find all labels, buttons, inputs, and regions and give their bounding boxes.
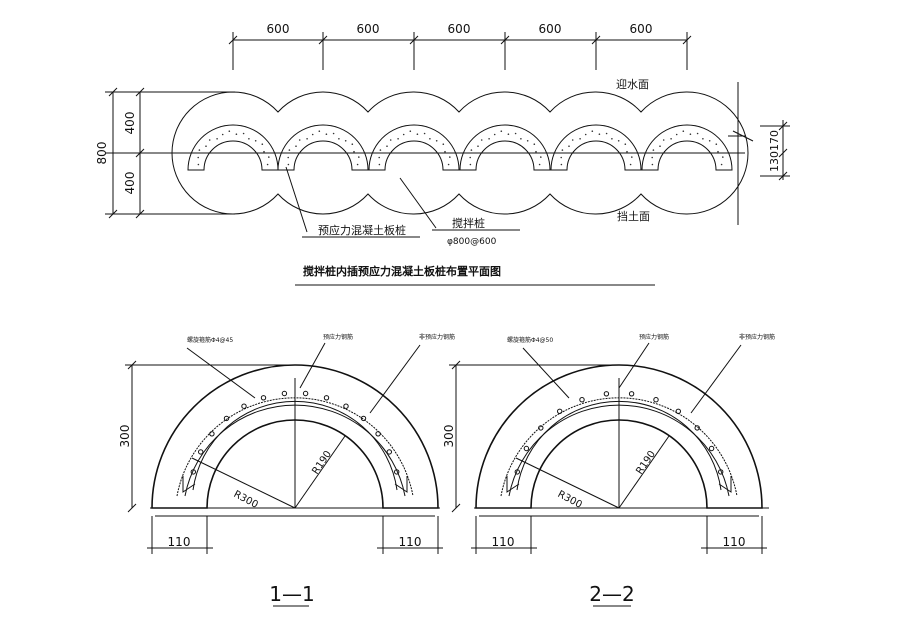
slab-pile-4 — [459, 124, 551, 171]
section-1-1: R300 R190 螺旋箍筋Φ4@45 预应力钢筋 非预应力钢筋 300 110… — [118, 333, 455, 607]
slab-pile-1 — [187, 124, 279, 171]
s2-callout-non-prestressed: 非预应力钢筋 — [739, 333, 775, 341]
rebar-dot — [675, 408, 681, 415]
rebar-dot — [198, 449, 204, 455]
rebar-dot — [260, 395, 267, 401]
s1-dim-left: 110 — [168, 535, 191, 549]
slab-pile-5 — [550, 124, 642, 171]
rebar-dot — [538, 425, 544, 431]
section-1-1-title: 1—1 — [269, 582, 314, 606]
soil-face-label: 挡土面 — [617, 209, 650, 223]
slab-pile-label: 预应力混凝土板桩 — [318, 223, 406, 237]
rebar-dot — [209, 431, 215, 437]
water-face-label: 迎水面 — [616, 78, 649, 91]
plan-title: 搅拌桩内插预应力混凝土板桩布置平面图 — [303, 264, 501, 278]
s2-dim-height: 300 — [442, 425, 456, 448]
rebar-dot — [653, 397, 659, 403]
rebar-dot — [718, 469, 724, 475]
dim-left-lower: 400 — [123, 172, 137, 195]
rebar-dot — [223, 415, 230, 422]
rebar-dot — [281, 390, 288, 397]
slab-pile-3 — [368, 124, 460, 171]
s2-callout-prestressed: 预应力钢筋 — [639, 333, 669, 341]
rebar-dot — [579, 397, 585, 403]
rebar-dot — [523, 445, 530, 452]
rebar-dot — [323, 395, 330, 401]
s1-dim-right: 110 — [399, 535, 422, 549]
dim-top-3: 600 — [448, 22, 471, 36]
s1-callout-spiral: 螺旋箍筋Φ4@45 — [187, 336, 233, 344]
s2-callout-spiral: 螺旋箍筋Φ4@50 — [507, 336, 553, 344]
s1-dim-height: 300 — [118, 425, 132, 448]
dim-top-5: 600 — [630, 22, 653, 36]
rebar-dot — [241, 403, 247, 409]
rebar-dot — [694, 425, 700, 431]
plan-view: 600 600 600 600 600 800 400 400 — [95, 22, 790, 286]
s2-radius-inner: R190 — [634, 449, 658, 477]
rebar-dot — [708, 445, 715, 452]
dim-left-total: 800 — [95, 142, 109, 165]
rebar-dot — [190, 469, 197, 475]
mixing-pile-outline — [171, 91, 749, 215]
dim-top-2: 600 — [357, 22, 380, 36]
rebar-dot — [603, 391, 610, 397]
mixing-pile-label: 搅拌桩 — [452, 216, 485, 230]
rebar-dot — [302, 390, 309, 397]
s2-dim-right: 110 — [723, 535, 746, 549]
dim-top-1: 600 — [267, 22, 290, 36]
s2-dim-left: 110 — [492, 535, 515, 549]
s1-callout-prestressed: 预应力钢筋 — [323, 333, 353, 341]
rebar-dot — [375, 431, 381, 437]
left-dimension-chain: 800 400 400 — [95, 87, 745, 219]
rebar-dot — [514, 469, 521, 475]
section-2-2-title: 2—2 — [589, 582, 634, 606]
section-2-2: R300 R190 螺旋箍筋Φ4@50 预应力钢筋 非预应力钢筋 300 110… — [442, 333, 775, 607]
s1-callout-non-prestressed: 非预应力钢筋 — [419, 333, 455, 341]
dim-right-offset: 130170 — [768, 130, 781, 172]
rebar-dot — [394, 469, 400, 475]
rebar-dot — [628, 391, 635, 397]
top-dimension-chain: 600 600 600 600 600 — [228, 22, 692, 70]
plan-leaders — [285, 166, 520, 238]
rebar-dot — [343, 403, 349, 409]
right-dimension: 130170 — [728, 82, 790, 225]
rebar-dot — [386, 449, 393, 455]
s1-radius-inner: R190 — [310, 449, 334, 477]
slab-pile-2 — [277, 124, 369, 171]
slab-pile-6 — [641, 124, 733, 171]
dim-top-4: 600 — [539, 22, 562, 36]
rebar-dot — [557, 408, 563, 415]
mixing-pile-spec: φ800@600 — [447, 237, 497, 247]
dim-left-upper: 400 — [123, 112, 137, 135]
slab-pile-group — [187, 124, 733, 171]
rebar-dot — [360, 415, 367, 422]
